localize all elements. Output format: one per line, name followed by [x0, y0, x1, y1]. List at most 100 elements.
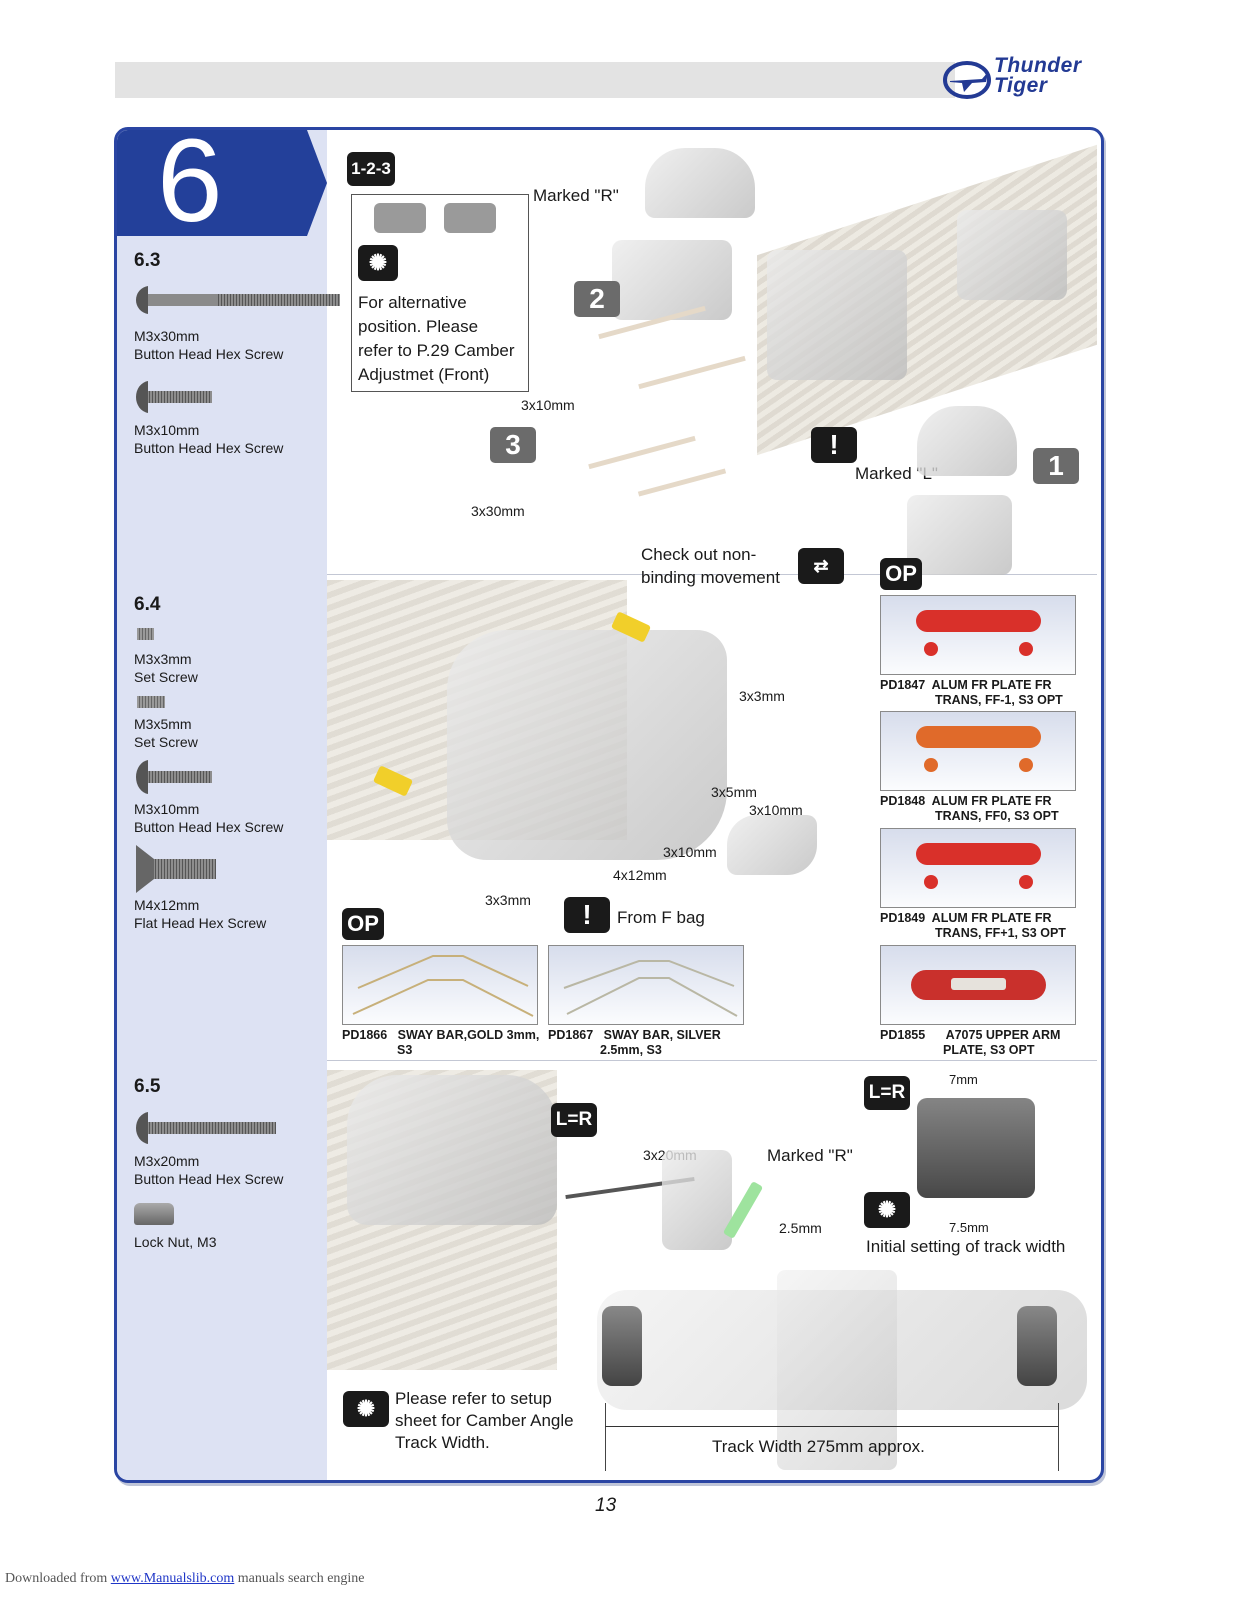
part-size: M3x10mm: [134, 801, 200, 817]
track-width-extent-left: [605, 1403, 606, 1471]
bulkhead-illustration: [767, 250, 907, 380]
callout-1: 1: [1033, 448, 1079, 484]
lightbulb-icon: ✺: [864, 1192, 910, 1228]
label-3x3-top: 3x3mm: [739, 688, 785, 704]
footer-prefix: Downloaded from: [5, 1571, 108, 1586]
from-f-bag-text: From F bag: [617, 908, 705, 927]
right-wheel-hub: [1017, 1306, 1057, 1386]
manualslib-link[interactable]: www.Manualslib.com: [110, 1571, 235, 1586]
marked-r-label: Marked "R": [533, 186, 619, 205]
camber-insert-a: [374, 203, 426, 233]
tip-line: sheet for Camber Angle: [395, 1411, 574, 1430]
part-size: M3x5mm: [134, 716, 192, 732]
part-code: PD1866: [342, 1028, 388, 1042]
part-code: PD1855: [880, 1028, 926, 1042]
part-size: M3x10mm: [134, 422, 200, 438]
order-badge: 1-2-3: [347, 152, 395, 186]
tip-box: ✺ For alternative position. Please refer…: [351, 194, 529, 392]
button-head-screw-short-icon: [134, 379, 214, 420]
hinge-pin: [637, 468, 727, 497]
part-desc: SWAY BAR,GOLD 3mm,: [397, 1028, 540, 1042]
section-title-6-4: 6.4: [134, 594, 161, 615]
left-wheel-hub: [602, 1306, 642, 1386]
tip-line: Track Width.: [395, 1433, 490, 1452]
front-arm-illustration: [347, 1075, 557, 1225]
sway-bar-caption: PD1867 SWAY BAR, SILVER 2.5mm, S3: [548, 1028, 721, 1058]
part-label: M3x30mm Button Head Hex Screw: [134, 327, 283, 363]
header-bar-cut: [930, 62, 948, 98]
part-name: Set Screw: [134, 669, 198, 685]
part-size: M4x12mm: [134, 897, 200, 913]
insert-icon: [1019, 875, 1033, 889]
check-movement-text: Check out non- binding movement: [641, 543, 780, 589]
brand-logo: Thunder Tiger: [942, 55, 1102, 102]
part-desc: 2.5mm, S3: [600, 1043, 662, 1057]
button-head-screw-short-icon: [134, 758, 214, 801]
track-width-note: Initial setting of track width: [866, 1237, 1066, 1256]
button-head-screw-long-icon: [134, 285, 344, 320]
page-number: 13: [595, 1495, 617, 1516]
dim-7-5mm: 7.5mm: [949, 1220, 989, 1235]
parts-sidebar: [117, 130, 327, 1480]
callout-2: 2: [574, 281, 620, 317]
part-name: Button Head Hex Screw: [134, 440, 284, 456]
op-part-caption: PD1849 ALUM FR PLATE FR TRANS, FF+1, S3 …: [880, 911, 1066, 941]
op-part-caption: PD1848 ALUM FR PLATE FR TRANS, FF0, S3 O…: [880, 794, 1059, 824]
plane-globe-icon: [943, 61, 991, 99]
lightbulb-icon: ✺: [358, 245, 398, 281]
lightbulb-icon: ✺: [343, 1391, 389, 1427]
label-3x3-bottom: 3x3mm: [485, 892, 531, 908]
marked-r-label-65: Marked "R": [767, 1146, 853, 1165]
part-label: M4x12mm Flat Head Hex Screw: [134, 896, 266, 932]
op-part-card: [880, 828, 1076, 908]
tip-text: For alternative position. Please refer t…: [358, 291, 534, 387]
step-tab-arrow: [307, 130, 327, 236]
screw-label-3x30: 3x30mm: [471, 503, 525, 519]
op-badge: OP: [880, 558, 922, 590]
part-desc: ALUM FR PLATE FR: [931, 678, 1052, 692]
lower-arm-l-illustration: [907, 495, 1012, 575]
part-desc: TRANS, FF+1, S3 OPT: [935, 926, 1066, 940]
hinge-pin: [588, 435, 696, 470]
label-3x10-a: 3x10mm: [749, 802, 803, 818]
check-line: Check out non-: [641, 545, 757, 564]
plate-icon: [916, 610, 1041, 632]
camber-insert-b: [444, 203, 496, 233]
brand-name: Thunder Tiger: [994, 55, 1082, 96]
set-screw-icon: [137, 628, 154, 640]
part-desc: ALUM FR PLATE FR: [931, 794, 1052, 808]
l-equals-r-badge: L=R: [864, 1076, 910, 1110]
chassis-front-view: [777, 1270, 897, 1470]
callout-3: 3: [490, 427, 536, 463]
op-part-caption: PD1847 ALUM FR PLATE FR TRANS, FF-1, S3 …: [880, 678, 1063, 708]
part-name: Button Head Hex Screw: [134, 819, 284, 835]
op-part-card: [880, 711, 1076, 791]
step-number: 6: [157, 127, 223, 247]
rear-gearbox-illustration: [957, 210, 1067, 300]
part-label: Lock Nut, M3: [134, 1233, 216, 1251]
part-name: Button Head Hex Screw: [134, 1171, 284, 1187]
part-code: PD1848: [880, 794, 926, 808]
screw-label-3x10: 3x10mm: [521, 397, 575, 413]
l-equals-r-badge: L=R: [551, 1103, 597, 1137]
part-size: M3x3mm: [134, 651, 192, 667]
plate-icon: [916, 843, 1041, 865]
part-desc: TRANS, FF0, S3 OPT: [935, 809, 1059, 823]
track-width-label: Track Width 275mm approx.: [712, 1437, 925, 1456]
part-desc: TRANS, FF-1, S3 OPT: [935, 693, 1063, 707]
warning-icon: !: [811, 427, 857, 463]
sway-bar-silver-icon: [563, 960, 738, 1017]
track-width-extent-right: [1058, 1403, 1059, 1471]
part-label: M3x10mm Button Head Hex Screw: [134, 421, 283, 457]
front-suspension-illustration: [447, 630, 727, 860]
part-name: Set Screw: [134, 734, 198, 750]
tip-line: Adjustmet (Front): [358, 365, 490, 384]
movement-check-icon: ⇄: [798, 548, 844, 584]
part-name: Flat Head Hex Screw: [134, 915, 267, 931]
bumper-illustration: [727, 815, 817, 875]
part-desc: S3: [397, 1043, 413, 1057]
label-4x12: 4x12mm: [613, 867, 667, 883]
part-desc: A7075 UPPER ARM: [945, 1028, 1061, 1042]
section-title-6-5: 6.5: [134, 1076, 161, 1097]
insert-icon: [924, 642, 938, 656]
